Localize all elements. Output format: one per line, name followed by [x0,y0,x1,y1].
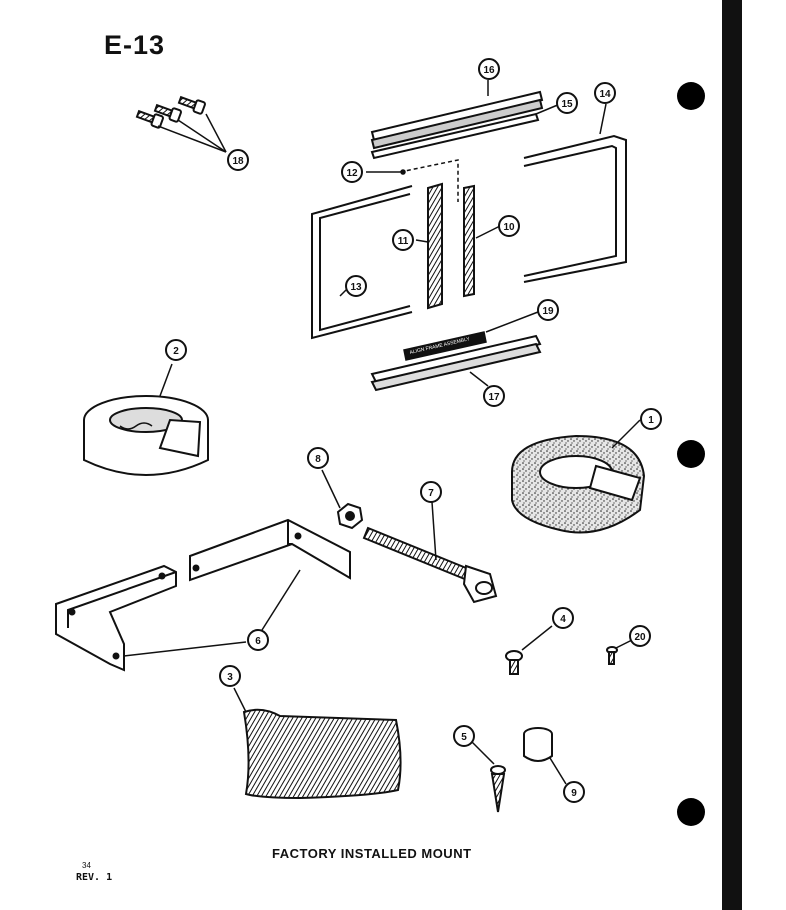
callout-14: 14 [594,82,616,104]
svg-text:1: 1 [648,415,654,426]
page-number: 34 [82,861,91,870]
callout-7: 7 [420,481,442,503]
svg-text:4: 4 [560,614,566,625]
svg-text:2: 2 [173,346,179,357]
part-wood-screw-5 [471,741,506,813]
part-spacer-9 [523,727,567,785]
callout-5: 5 [453,725,475,747]
svg-text:16: 16 [483,65,495,76]
callout-12: 12 [341,161,363,183]
part-screw-4 [505,625,553,675]
part-bolt-7 [362,501,498,604]
svg-text:10: 10 [503,222,515,233]
svg-text:14: 14 [599,89,611,100]
punch-hole-top [677,82,705,110]
callout-13: 13 [345,275,367,297]
callout-18: 18 [227,149,249,171]
part-fastener-12 [366,159,459,202]
svg-text:18: 18 [232,156,244,167]
revision-label: REV. 1 [76,872,113,883]
part-seal-strip-15 [370,103,561,160]
callout-11: 11 [392,229,414,251]
callout-19: 19 [537,299,559,321]
svg-text:8: 8 [315,454,321,465]
diagram-caption: FACTORY INSTALLED MOUNT [272,846,472,861]
punch-hole-middle [677,440,705,468]
callout-2: 2 [165,339,187,361]
svg-text:17: 17 [488,392,500,403]
svg-text:20: 20 [634,632,646,643]
page-title: E-13 [104,30,166,60]
part-frame-left-13 [311,185,413,340]
svg-text:12: 12 [346,168,358,179]
part-foam-ring-1 [511,419,646,534]
part-center-strip-10 [463,184,501,298]
svg-text:15: 15 [561,99,573,110]
svg-text:7: 7 [428,488,434,499]
callout-6: 6 [247,629,269,651]
svg-text:6: 6 [255,636,261,647]
binding-edge [722,0,742,910]
svg-text:19: 19 [542,306,554,317]
part-brackets-6 [55,518,351,672]
svg-text:9: 9 [571,788,577,799]
part-screws-18 [135,95,227,153]
callout-10: 10 [498,215,520,237]
callout-17: 17 [483,385,505,407]
callout-4: 4 [552,607,574,629]
part-center-gasket-11 [415,182,443,310]
svg-text:13: 13 [350,282,362,293]
callout-3: 3 [219,665,241,687]
part-foam-collar-2 [83,363,209,476]
part-hardware-bag-3 [233,687,402,800]
punch-hole-bottom [677,798,705,826]
callout-8: 8 [307,447,329,469]
callout-9: 9 [563,781,585,803]
callout-16: 16 [478,58,500,80]
part-nut-8 [321,469,364,530]
part-top-rail-16 [370,80,544,150]
callout-1: 1 [640,408,662,430]
svg-text:11: 11 [398,236,409,247]
callout-20: 20 [629,625,651,647]
part-frame-right-14 [523,103,627,283]
svg-text:5: 5 [461,732,467,743]
part-bottom-rail-17 [370,334,542,392]
part-label-strip-19 [403,311,539,361]
callout-15: 15 [556,92,578,114]
svg-text:3: 3 [227,672,233,683]
part-screw-20 [606,639,633,665]
